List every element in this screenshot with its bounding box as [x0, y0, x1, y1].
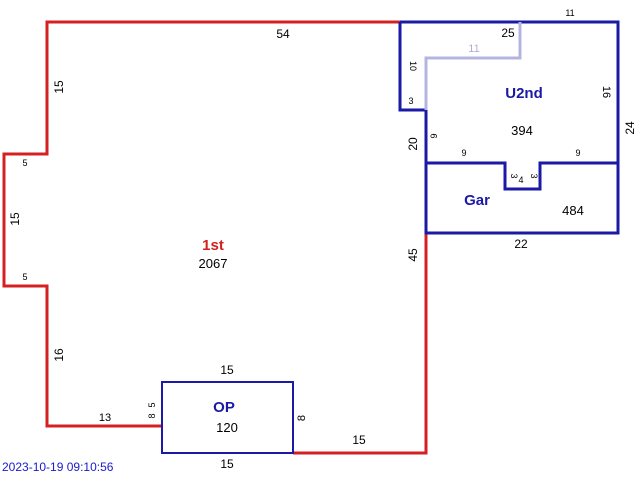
dim-right-24: 24 — [623, 121, 637, 135]
timestamp: 2023-10-19 09:10:56 — [2, 460, 114, 474]
dim-upper-top-11: 11 — [565, 8, 574, 18]
first-floor-outline — [2, 20, 400, 428]
area-porch-value: 120 — [216, 420, 238, 435]
dim-garage-bottom-22: 22 — [514, 237, 528, 251]
area-porch-name: OP — [213, 399, 235, 416]
area-upper-value: 394 — [511, 123, 533, 138]
dim-left-15-mid: 15 — [8, 212, 22, 226]
dim-bottom-13: 13 — [99, 412, 111, 424]
upper-floor-outline — [398, 20, 620, 235]
dim-bottom-15: 15 — [352, 433, 366, 447]
area-upper-name: U2nd — [505, 85, 543, 102]
dim-op-top-15: 15 — [220, 363, 234, 377]
dim-op-bottom-15: 15 — [220, 457, 234, 471]
dim-garage-9-left: 9 — [461, 148, 466, 158]
open-porch-outline — [161, 381, 294, 454]
area-garage-name: Gar — [464, 192, 490, 209]
upper-hidden-line — [424, 22, 522, 110]
area-first-name: 1st — [202, 237, 224, 254]
dim-garage-notch-4: 4 — [518, 175, 523, 185]
dim-garage-9-right: 9 — [575, 148, 580, 158]
dim-op-right-8: 8 — [296, 415, 308, 421]
dim-left-5-b: 5 — [22, 272, 27, 282]
area-first-value: 2067 — [199, 256, 228, 271]
dim-left-16: 16 — [52, 348, 66, 362]
dim-top-54: 54 — [276, 27, 290, 41]
dim-upper-inner-11: 11 — [468, 43, 479, 55]
dim-upper-step-3: 3 — [408, 96, 413, 106]
dim-op-left-5: 5 — [147, 402, 157, 407]
dim-garage-notch-3b: 3 — [529, 173, 539, 178]
dim-upper-top-25: 25 — [501, 26, 515, 40]
dim-upper-right-16: 16 — [600, 86, 612, 98]
dim-garage-notch-3a: 3 — [509, 173, 519, 178]
first-floor-outline-lower — [293, 233, 428, 455]
dim-upper-left-10: 10 — [408, 61, 418, 71]
dim-right-20: 20 — [406, 137, 420, 151]
garage-top-line — [426, 161, 618, 191]
dim-left-5-a: 5 — [22, 158, 27, 168]
dim-upper-left-9: 9 — [429, 133, 439, 138]
dim-right-45: 45 — [406, 248, 420, 262]
dim-left-15-upper: 15 — [52, 80, 66, 94]
area-garage-value: 484 — [562, 203, 584, 218]
dim-op-left-8: 8 — [147, 413, 157, 418]
